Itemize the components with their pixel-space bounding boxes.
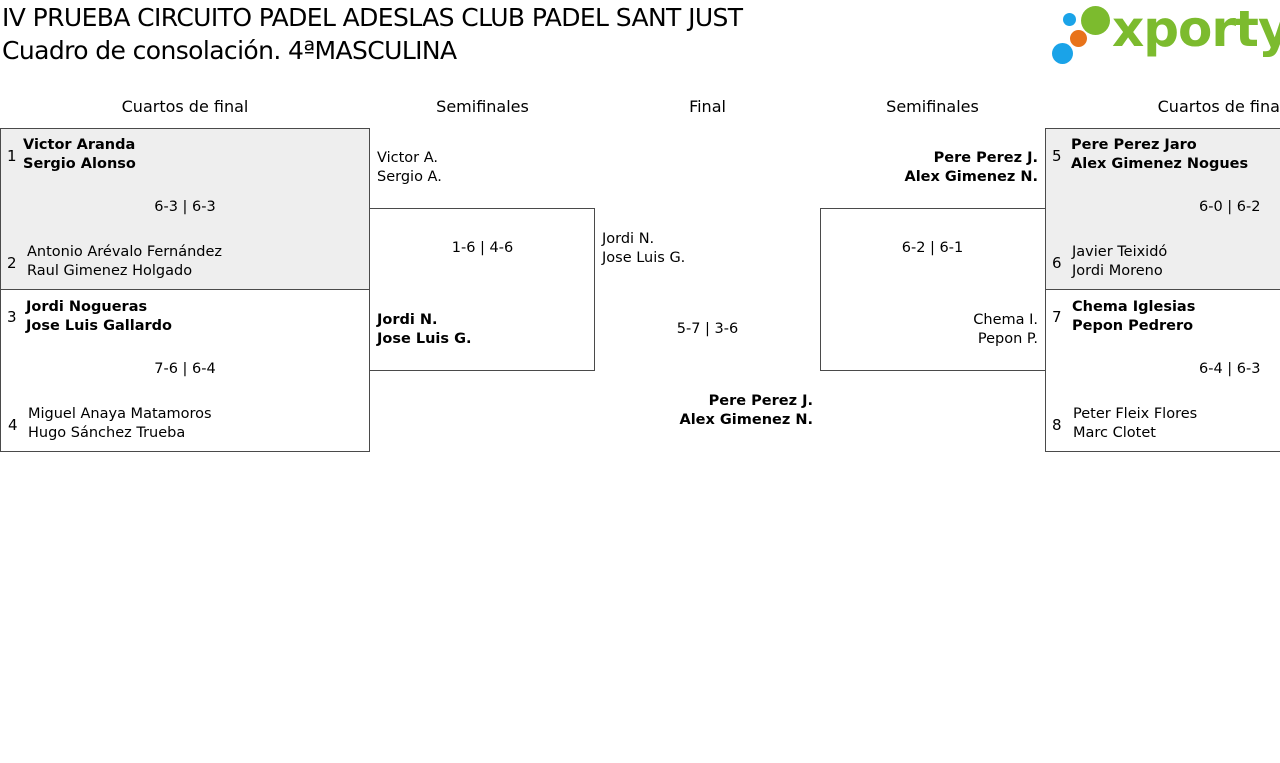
semi-right-top-b: Alex Gimenez N. (904, 169, 1038, 185)
semi-right-bottom-a: Chema I. (973, 312, 1038, 328)
player-4a: Miguel Anaya Matamoros (28, 406, 212, 422)
player-8a: Peter Fleix Flores (1073, 406, 1198, 422)
semi-right-bottom-b: Pepon P. (977, 331, 1038, 347)
final-left-a: Jordi N. (602, 231, 655, 247)
player-2a: Antonio Arévalo Fernández (27, 244, 222, 260)
final-winner-b: Alex Gimenez N. (679, 412, 813, 428)
player-1a: Victor Aranda (23, 137, 136, 153)
seed-1: 1 (7, 147, 17, 165)
final-winner-a: Pere Perez J. (708, 393, 813, 409)
quarter-match-3 (1045, 128, 1280, 290)
quarter-1-score: 6-3 | 6-3 (154, 199, 216, 215)
xporty-logo[interactable]: xporty (1050, 0, 1280, 66)
seed-3: 3 (7, 308, 17, 326)
logo-text: xporty (1112, 0, 1280, 58)
final-left-b: Jose Luis G. (602, 250, 686, 266)
final-score: 5-7 | 3-6 (676, 321, 739, 337)
seed-5: 5 (1052, 147, 1062, 165)
player-8b: Marc Clotet (1073, 425, 1156, 441)
player-1b: Sergio Alonso (23, 156, 136, 172)
quarter-match-1 (0, 128, 370, 290)
player-6a: Javier Teixidó (1072, 244, 1168, 260)
semi-left-top-b: Sergio A. (377, 169, 442, 185)
semi-left-bottom-a: Jordi N. (377, 312, 438, 328)
semi-left-score: 1-6 | 4-6 (451, 240, 514, 256)
player-3b: Jose Luis Gallardo (26, 318, 172, 334)
quarter-3-score: 6-0 | 6-2 (1199, 199, 1261, 215)
column-final: Final (689, 97, 726, 116)
player-4b: Hugo Sánchez Trueba (28, 425, 186, 441)
seed-6: 6 (1052, 254, 1062, 272)
column-left-quarters: Cuartos de final (121, 97, 249, 116)
column-right-semis: Semifinales (886, 97, 979, 116)
player-6b: Jordi Moreno (1072, 263, 1163, 279)
logo-dot-green-icon (1081, 6, 1110, 35)
quarter-2-score: 7-6 | 6-4 (154, 361, 216, 377)
seed-2: 2 (7, 254, 17, 272)
quarter-match-4 (1045, 289, 1280, 452)
player-3a: Jordi Nogueras (26, 299, 148, 315)
quarter-4-score: 6-4 | 6-3 (1199, 361, 1261, 377)
seed-7: 7 (1052, 308, 1062, 326)
logo-dot-blue2-icon (1052, 43, 1073, 64)
semi-left-bottom-b: Jose Luis G. (377, 331, 472, 347)
seed-8: 8 (1052, 416, 1062, 434)
logo-dot-orange-icon (1070, 30, 1087, 47)
seed-4: 4 (8, 416, 18, 434)
player-7a: Chema Iglesias (1072, 299, 1196, 315)
player-5a: Pere Perez Jaro (1071, 137, 1197, 153)
semi-right-top-a: Pere Perez J. (933, 150, 1038, 166)
logo-dot-blue-icon (1063, 13, 1076, 26)
player-5b: Alex Gimenez Nogues (1071, 156, 1249, 172)
semi-right-score: 6-2 | 6-1 (901, 240, 964, 256)
semi-left-match (369, 208, 595, 371)
column-right-quarters: Cuartos de final (1157, 97, 1280, 116)
player-2b: Raul Gimenez Holgado (27, 263, 193, 279)
page-subtitle: Cuadro de consolación. 4ªMASCULINA (2, 36, 457, 65)
column-left-semis: Semifinales (436, 97, 529, 116)
player-7b: Pepon Pedrero (1072, 318, 1194, 334)
semi-left-top-a: Victor A. (377, 150, 439, 166)
page-title: IV PRUEBA CIRCUITO PADEL ADESLAS CLUB PA… (2, 3, 743, 32)
